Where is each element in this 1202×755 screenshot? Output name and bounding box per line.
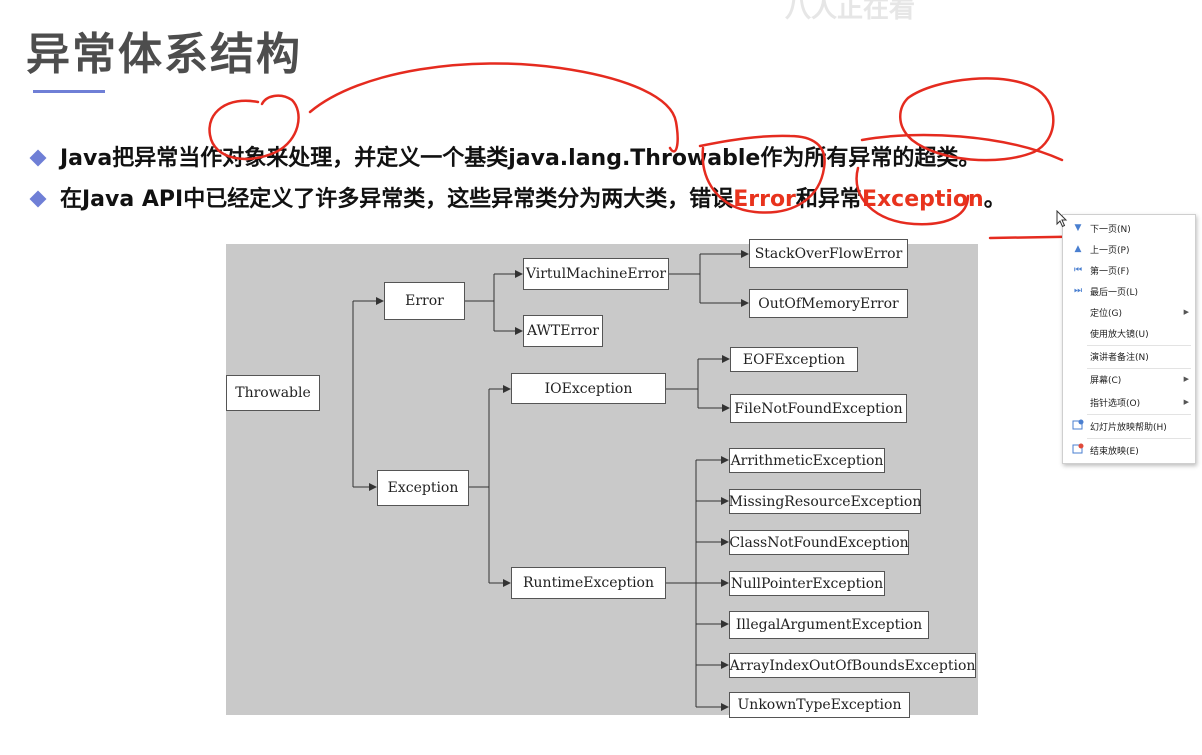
node-arithmetic-exception: ArrithmeticException	[729, 448, 885, 473]
menu-item-label: 使用放大镜(U)	[1090, 329, 1149, 340]
menu-item-magnifier[interactable]: 使用放大镜(U)	[1063, 323, 1195, 343]
node-illegal-argument-exception: IllegalArgumentException	[729, 611, 929, 639]
menu-item-label: 第一页(F)	[1090, 266, 1130, 277]
menu-item-prev-page[interactable]: ▲ 上一页(P)	[1063, 239, 1195, 259]
node-null-pointer-exception: NullPointerException	[729, 571, 885, 596]
menu-item-last-page[interactable]: ⏭ 最后一页(L)	[1063, 281, 1195, 301]
node-throwable: Throwable	[226, 375, 320, 411]
mouse-cursor-icon	[1056, 210, 1068, 228]
bullet-2-end: 。	[983, 187, 1006, 212]
menu-item-label: 幻灯片放映帮助(H)	[1090, 422, 1167, 433]
menu-item-go-to[interactable]: 定位(G) ▶	[1063, 302, 1195, 322]
node-file-not-found-exception: FileNotFoundException	[730, 394, 907, 423]
menu-item-pointer-options[interactable]: 指针选项(O) ▶	[1063, 392, 1195, 412]
menu-item-presenter-notes[interactable]: 演讲者备注(N)	[1063, 346, 1195, 366]
arrow-up-icon: ▲	[1074, 244, 1082, 254]
title-underline	[33, 90, 105, 93]
slide-title: 异常体系结构	[26, 29, 302, 80]
node-awt-error: AWTError	[523, 315, 603, 347]
node-array-index-exception: ArrayIndexOutOfBoundsException	[729, 653, 976, 678]
diagram-connectors	[352, 250, 749, 711]
node-error: Error	[384, 282, 465, 320]
arrow-down-icon: ▼	[1074, 223, 1082, 233]
diamond-bullet-icon	[29, 190, 47, 207]
node-eof-exception: EOFException	[730, 347, 858, 372]
menu-item-label: 上一页(P)	[1090, 245, 1130, 256]
menu-item-label: 结束放映(E)	[1090, 446, 1139, 457]
bullet-2-middle: 和异常	[795, 187, 862, 212]
submenu-arrow-icon: ▶	[1183, 375, 1189, 383]
viewer-count-watermark: 八人正在看	[785, 0, 916, 24]
menu-separator	[1087, 414, 1191, 415]
node-runtime-exception: RuntimeException	[511, 567, 666, 599]
first-page-icon: ⏮	[1073, 265, 1083, 275]
bullet-2-text: 在Java API中已经定义了许多异常类，这些异常类分为两大类，错误	[60, 187, 734, 212]
diamond-bullet-icon	[29, 149, 47, 166]
submenu-arrow-icon: ▶	[1183, 308, 1189, 316]
menu-item-label: 定位(G)	[1090, 308, 1122, 319]
end-show-icon	[1071, 443, 1085, 458]
menu-item-label: 演讲者备注(N)	[1090, 352, 1149, 363]
node-out-of-memory-error: OutOfMemoryError	[749, 289, 908, 318]
bullet-1: Java把异常当作对象来处理，并定义一个基类java.lang.Throwabl…	[28, 140, 980, 172]
node-stack-overflow-error: StackOverFlowError	[749, 239, 908, 268]
exception-highlight: Exception	[861, 187, 984, 212]
menu-separator	[1087, 345, 1191, 346]
node-io-exception: IOException	[511, 373, 666, 404]
bullet-2: 在Java API中已经定义了许多异常类，这些异常类分为两大类，错误Error和…	[28, 181, 1006, 213]
bullet-1-text: Java把异常当作对象来处理，并定义一个基类java.lang.Throwabl…	[60, 146, 981, 171]
node-exception: Exception	[377, 470, 469, 506]
submenu-arrow-icon: ▶	[1183, 398, 1189, 406]
menu-item-first-page[interactable]: ⏮ 第一页(F)	[1063, 260, 1195, 280]
menu-separator	[1087, 368, 1191, 369]
context-menu: ▼ 下一页(N) ▲ 上一页(P) ⏮ 第一页(F) ⏭ 最后一页(L) 定位(…	[1062, 214, 1196, 464]
menu-item-label: 最后一页(L)	[1090, 287, 1139, 298]
menu-item-screen[interactable]: 屏幕(C) ▶	[1063, 369, 1195, 389]
node-unknown-type-exception: UnkownTypeException	[729, 692, 910, 718]
node-virtual-machine-error: VirtulMachineError	[523, 258, 669, 290]
menu-item-help[interactable]: 幻灯片放映帮助(H)	[1063, 416, 1195, 436]
menu-item-label: 屏幕(C)	[1090, 375, 1122, 386]
menu-separator	[1087, 438, 1191, 439]
error-highlight: Error	[733, 187, 796, 212]
help-icon	[1071, 419, 1085, 434]
node-class-not-found-exception: ClassNotFoundException	[729, 530, 909, 555]
node-missing-resource-exception: MissingResourceException	[729, 489, 921, 514]
menu-item-end-show[interactable]: 结束放映(E)	[1063, 440, 1195, 460]
menu-item-next-page[interactable]: ▼ 下一页(N)	[1063, 218, 1195, 238]
menu-item-label: 指针选项(O)	[1090, 398, 1141, 409]
exception-hierarchy-diagram: Throwable Error VirtulMachineError Stack…	[226, 239, 978, 718]
menu-item-label: 下一页(N)	[1090, 224, 1131, 235]
last-page-icon: ⏭	[1073, 286, 1083, 296]
